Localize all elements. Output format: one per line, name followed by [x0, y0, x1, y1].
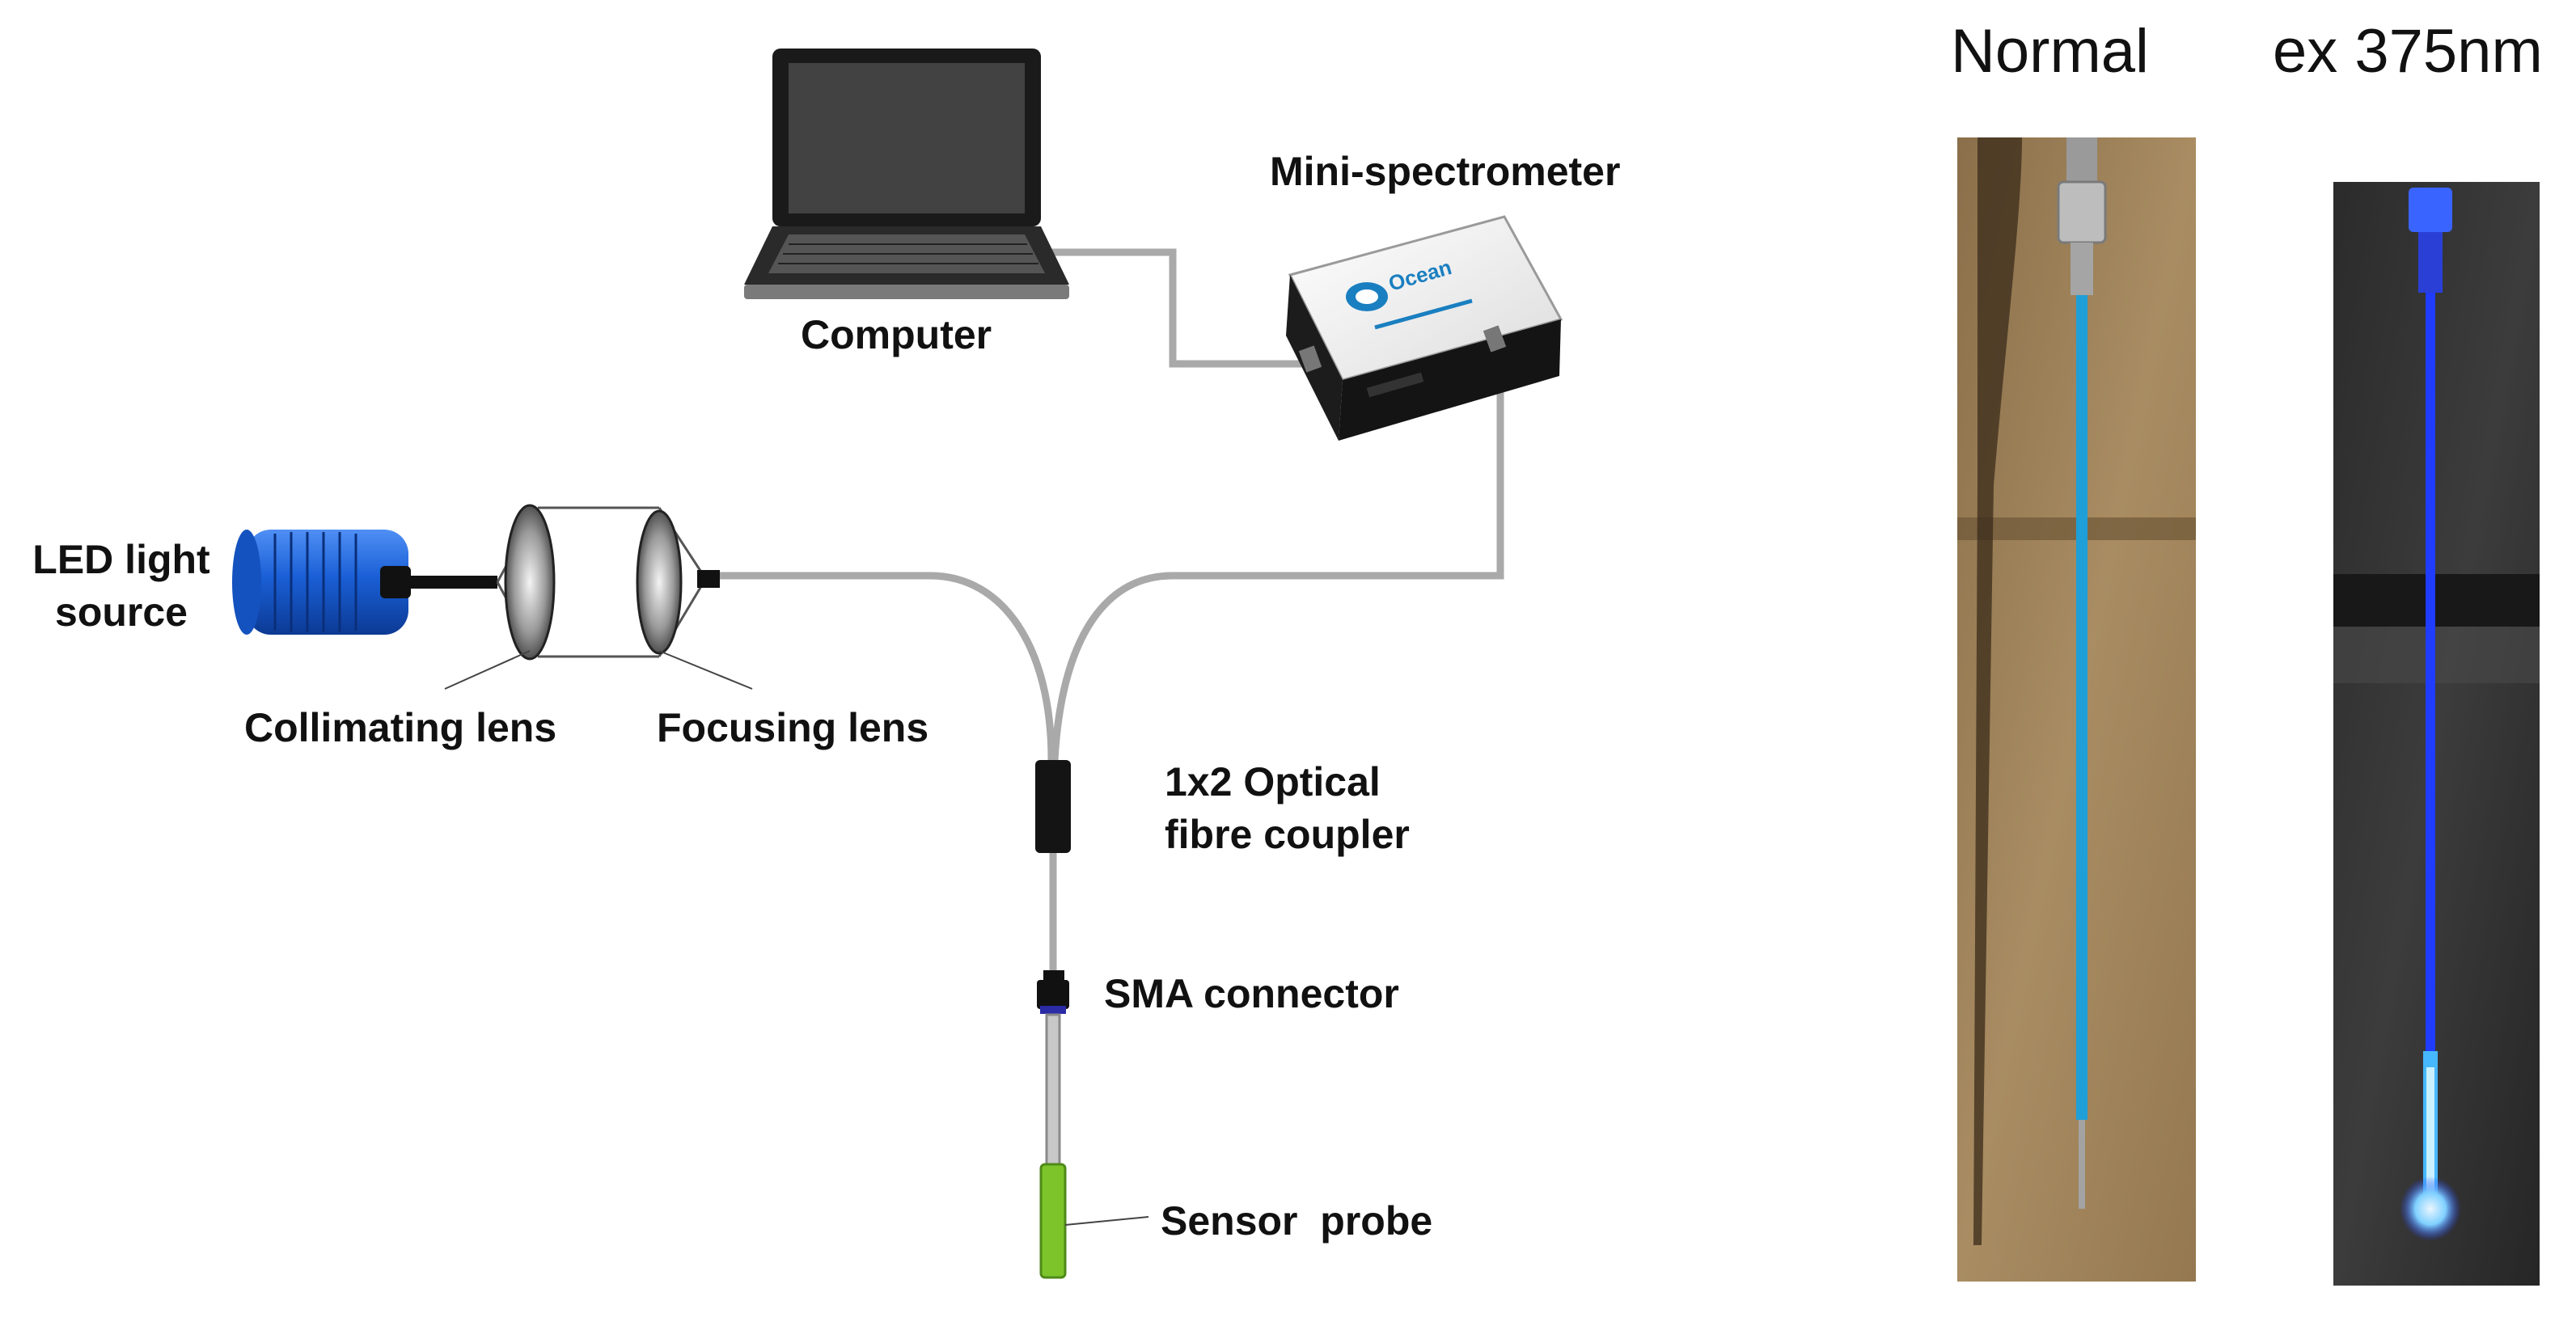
- led-label-line2: source: [55, 589, 188, 635]
- fiber-led-branch: [716, 572, 1055, 761]
- optical-fibre-coupler-label: 1x2 Optical fibre coupler: [1165, 756, 1410, 861]
- sensor-probe-label: Sensor probe: [1161, 1198, 1433, 1244]
- photo-normal: [1957, 137, 2196, 1282]
- coupler-label-line2: fibre coupler: [1165, 812, 1410, 857]
- photo-excited: [2333, 182, 2540, 1286]
- led-label-line1: LED light: [32, 537, 210, 582]
- sma-connector-label: SMA connector: [1104, 971, 1399, 1016]
- spectrometer-icon: Ocean: [1286, 215, 1563, 441]
- focusing-lens-icon: [636, 509, 683, 655]
- photo-normal-title: Normal: [1951, 17, 2149, 86]
- led-light-source-label: LED light source: [16, 534, 226, 639]
- focusing-lens-label: Focusing lens: [657, 705, 929, 750]
- collimating-lens-label: Collimating lens: [244, 705, 557, 750]
- sma-connector-icon: [1037, 970, 1069, 1014]
- photo-excited-title: ex 375nm: [2273, 17, 2543, 86]
- mini-spectrometer-label: Mini-spectrometer: [1270, 149, 1621, 194]
- collimating-lens-icon: [504, 504, 556, 661]
- cable-computer-to-spectrometer: [1051, 248, 1302, 368]
- led-light-source-icon: [232, 530, 497, 635]
- fiber-spectrometer-branch: [1051, 368, 1504, 761]
- computer-icon: [744, 49, 1069, 299]
- lens-assembly: [444, 504, 753, 690]
- sensor-probe-icon: [1039, 1013, 1149, 1279]
- computer-label: Computer: [801, 312, 992, 357]
- optical-fibre-coupler-icon: [1035, 760, 1071, 853]
- coupler-label-line1: 1x2 Optical: [1165, 759, 1381, 804]
